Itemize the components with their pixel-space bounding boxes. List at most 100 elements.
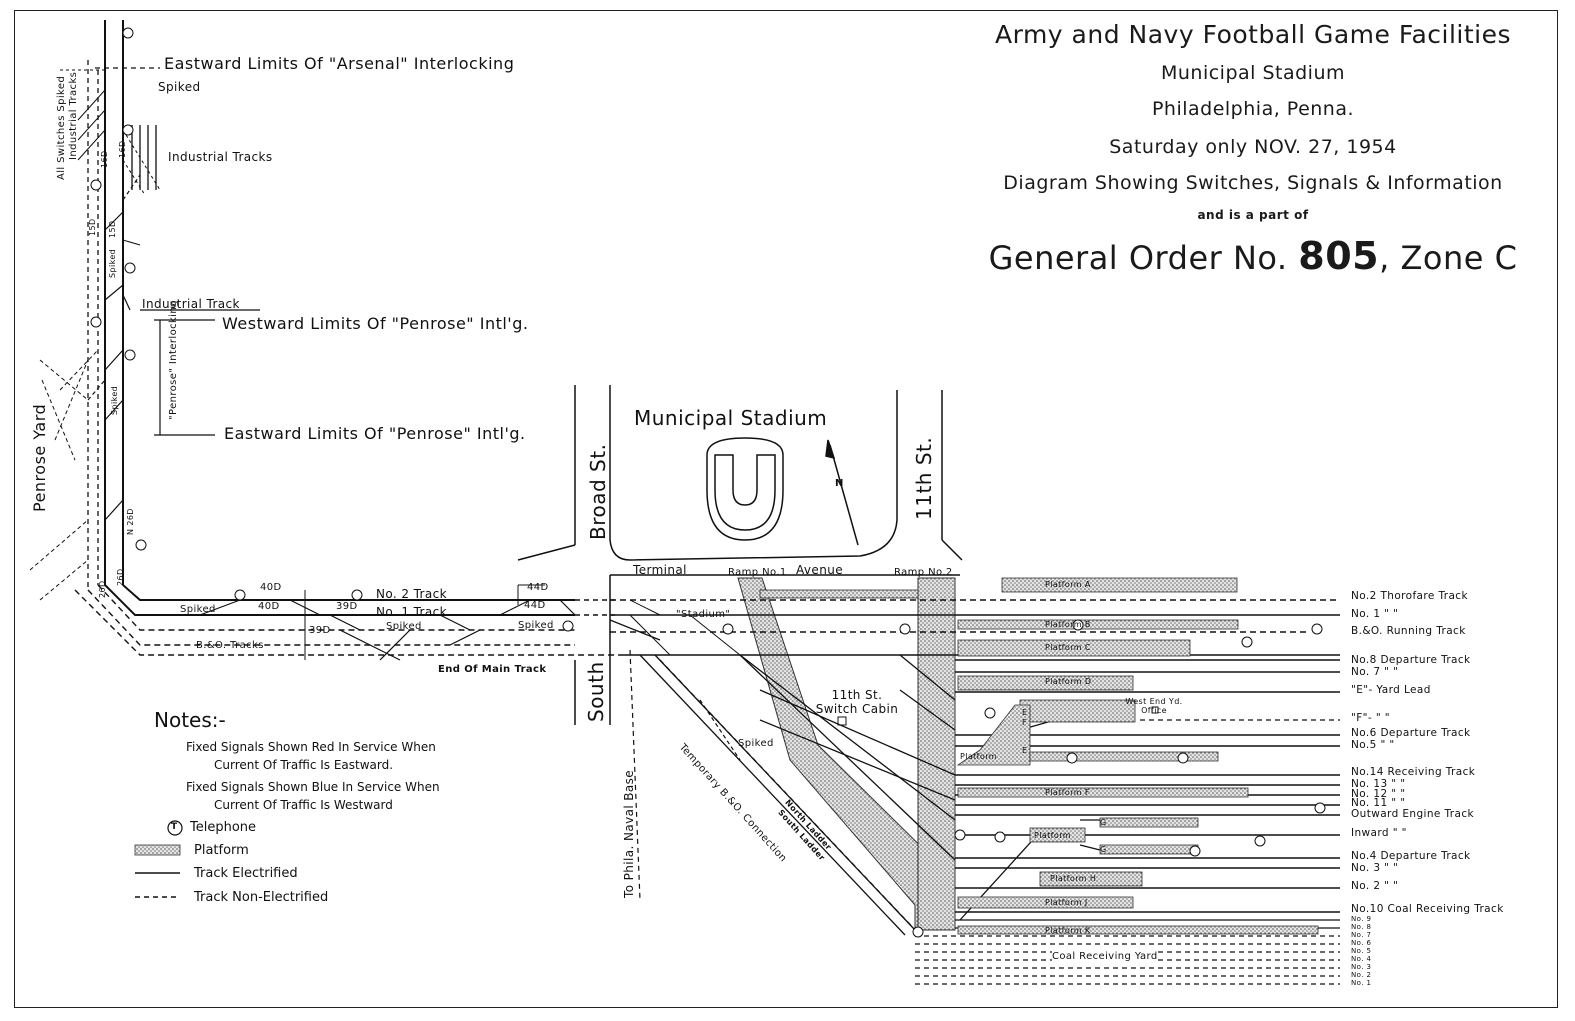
switch-cabin-label: 11th St. Switch Cabin xyxy=(815,688,899,716)
platform-c-label: Platform C xyxy=(1045,643,1091,652)
general-order-suffix: , Zone C xyxy=(1379,239,1518,277)
title-line-4: Saturday only NOV. 27, 1954 xyxy=(953,136,1553,158)
platform-a-label: Platform A xyxy=(1045,580,1091,589)
signal-15d-b: 15D xyxy=(108,220,117,238)
spiked-label-c: Spiked xyxy=(518,620,554,631)
signal-39d-a: 39D xyxy=(336,601,358,612)
telephone-icon: T xyxy=(171,822,178,832)
platform-f-label: Platform F xyxy=(1045,788,1090,797)
spiked-vertical-label: Spiked xyxy=(108,248,117,278)
signal-40d-b: 40D xyxy=(258,601,280,612)
right-track-label: No.5 " " xyxy=(1351,739,1395,751)
signal-16d-b: 16D xyxy=(118,140,127,158)
platform-j-label: Platform J xyxy=(1045,898,1088,907)
spiked-top-label: Spiked xyxy=(158,80,201,94)
all-switches-label: All Switches Spiked xyxy=(56,75,67,180)
legend-non-electrified: Track Non-Electrified xyxy=(194,890,329,905)
bo-tracks-label: B.&O. Tracks xyxy=(196,640,264,651)
right-track-label: No. 8 xyxy=(1351,923,1372,931)
right-track-label: No.14 Receiving Track xyxy=(1351,766,1476,778)
industrial-tracks-vertical-label: Industrial Tracks xyxy=(68,71,79,160)
signal-40d-a: 40D xyxy=(260,582,282,593)
right-track-label: No. 4 xyxy=(1351,955,1372,963)
right-track-label: Outward Engine Track xyxy=(1351,808,1474,820)
ramp-2-label: Ramp No.2 xyxy=(894,567,953,578)
right-track-label: No. 3 xyxy=(1351,963,1372,971)
notes-title: Notes:- xyxy=(154,708,226,732)
westward-penrose-label: Westward Limits Of "Penrose" Intl'g. xyxy=(222,314,529,333)
spiked-mid-label: Spiked xyxy=(738,738,774,749)
right-track-label: No. 3 " " xyxy=(1351,862,1399,874)
no2-track-label: No. 2 Track xyxy=(376,587,447,601)
platform-g-mark-2: G xyxy=(1100,845,1107,854)
right-track-label: No. 1 xyxy=(1351,979,1372,987)
stadium-signal-label: "Stadium" xyxy=(676,609,731,620)
right-tracks xyxy=(915,659,1340,985)
streets xyxy=(517,385,963,725)
platform-d-label: Platform D xyxy=(1045,677,1092,686)
ramps xyxy=(737,577,956,931)
right-track-label: No. 2 " " xyxy=(1351,880,1399,892)
signal-15d-a: 15D xyxy=(88,218,97,236)
telephones xyxy=(90,27,1326,938)
north-arrow-label: N xyxy=(835,478,844,489)
right-track-label: Inward " " xyxy=(1351,827,1407,839)
platform-b-label: Platform B xyxy=(1045,620,1091,629)
legend-platform: Platform xyxy=(194,843,249,858)
right-track-label: No.2 Thorofare Track xyxy=(1351,590,1468,602)
right-track-label: No.8 Departure Track xyxy=(1351,654,1471,666)
industrial-tracks-label: Industrial Tracks xyxy=(168,150,273,164)
north-arrow xyxy=(825,439,859,546)
title-line-5: Diagram Showing Switches, Signals & Info… xyxy=(1003,172,1503,194)
general-order-number: 805 xyxy=(1298,234,1380,278)
platform-e-label: Platform xyxy=(960,752,997,761)
small-buildings xyxy=(837,706,1159,726)
west-end-office-label: West End Yd. Office xyxy=(1125,697,1183,715)
yard-ladder-tracks xyxy=(609,599,1340,936)
municipal-stadium-label: Municipal Stadium xyxy=(634,406,828,430)
right-track-label: No. 1 " " xyxy=(1351,608,1399,620)
signal-n26d: N 26D xyxy=(126,508,135,535)
signal-44d-a: 44D xyxy=(527,582,549,593)
industrial-track-label: Industrial Track xyxy=(142,297,240,311)
platform-f-mark: F xyxy=(1022,718,1028,727)
right-track-label: No.10 Coal Receiving Track xyxy=(1351,903,1504,915)
no1-track-label: No. 1 Track xyxy=(376,605,447,619)
naval-base-label: To Phila. Naval Base xyxy=(622,769,636,898)
title-line-4-prefix: Saturday xyxy=(1109,136,1199,158)
right-track-label: B.&O. Running Track xyxy=(1351,625,1466,637)
platform-g-mark-1: G xyxy=(1100,818,1107,827)
signal-26d: 26D xyxy=(98,580,107,598)
title-line-3: Philadelphia, Penna. xyxy=(1151,98,1355,120)
right-track-label: "F"- " " xyxy=(1351,712,1391,724)
platform-e-mark-1: E xyxy=(1022,708,1028,717)
platforms xyxy=(759,577,1319,935)
note-1-line-b: Current Of Traffic Is Eastward. xyxy=(214,758,394,772)
platform-k-label: Platform K xyxy=(1045,926,1091,935)
legend-electrified: Track Electrified xyxy=(194,866,298,881)
title-line-6: and is a part of xyxy=(1197,208,1309,222)
right-track-label: No. 9 xyxy=(1351,915,1372,923)
general-order-prefix: General Order No. xyxy=(988,239,1288,277)
signal-44d-b: 44D xyxy=(524,600,546,611)
main-line-curve xyxy=(74,584,620,661)
signal-26d-b: 26D xyxy=(116,568,125,586)
title-line-2: Municipal Stadium xyxy=(1160,62,1346,84)
stadium-horseshoe xyxy=(706,437,784,541)
title-line-1: Army and Navy Football Game Facilities xyxy=(995,20,1511,49)
right-track-label: No. 7 " " xyxy=(1351,666,1399,678)
platform-e-mark-2: E xyxy=(1022,746,1028,755)
end-main-track-label: End Of Main Track xyxy=(438,664,547,675)
right-track-label: No. 7 xyxy=(1351,931,1372,939)
main-line-vertical xyxy=(29,20,260,601)
sheet-border xyxy=(14,10,1558,1008)
platform-g-label: Platform xyxy=(1034,831,1071,840)
spiked-label-a: Spiked xyxy=(180,604,216,615)
signal-39d-b: 39D xyxy=(309,625,331,636)
right-track-label: No. 5 xyxy=(1351,947,1372,955)
ramp-1-label: Ramp No.1 xyxy=(728,567,787,578)
legend-telephone: Telephone xyxy=(190,820,257,835)
right-track-label: No. 6 xyxy=(1351,939,1372,947)
